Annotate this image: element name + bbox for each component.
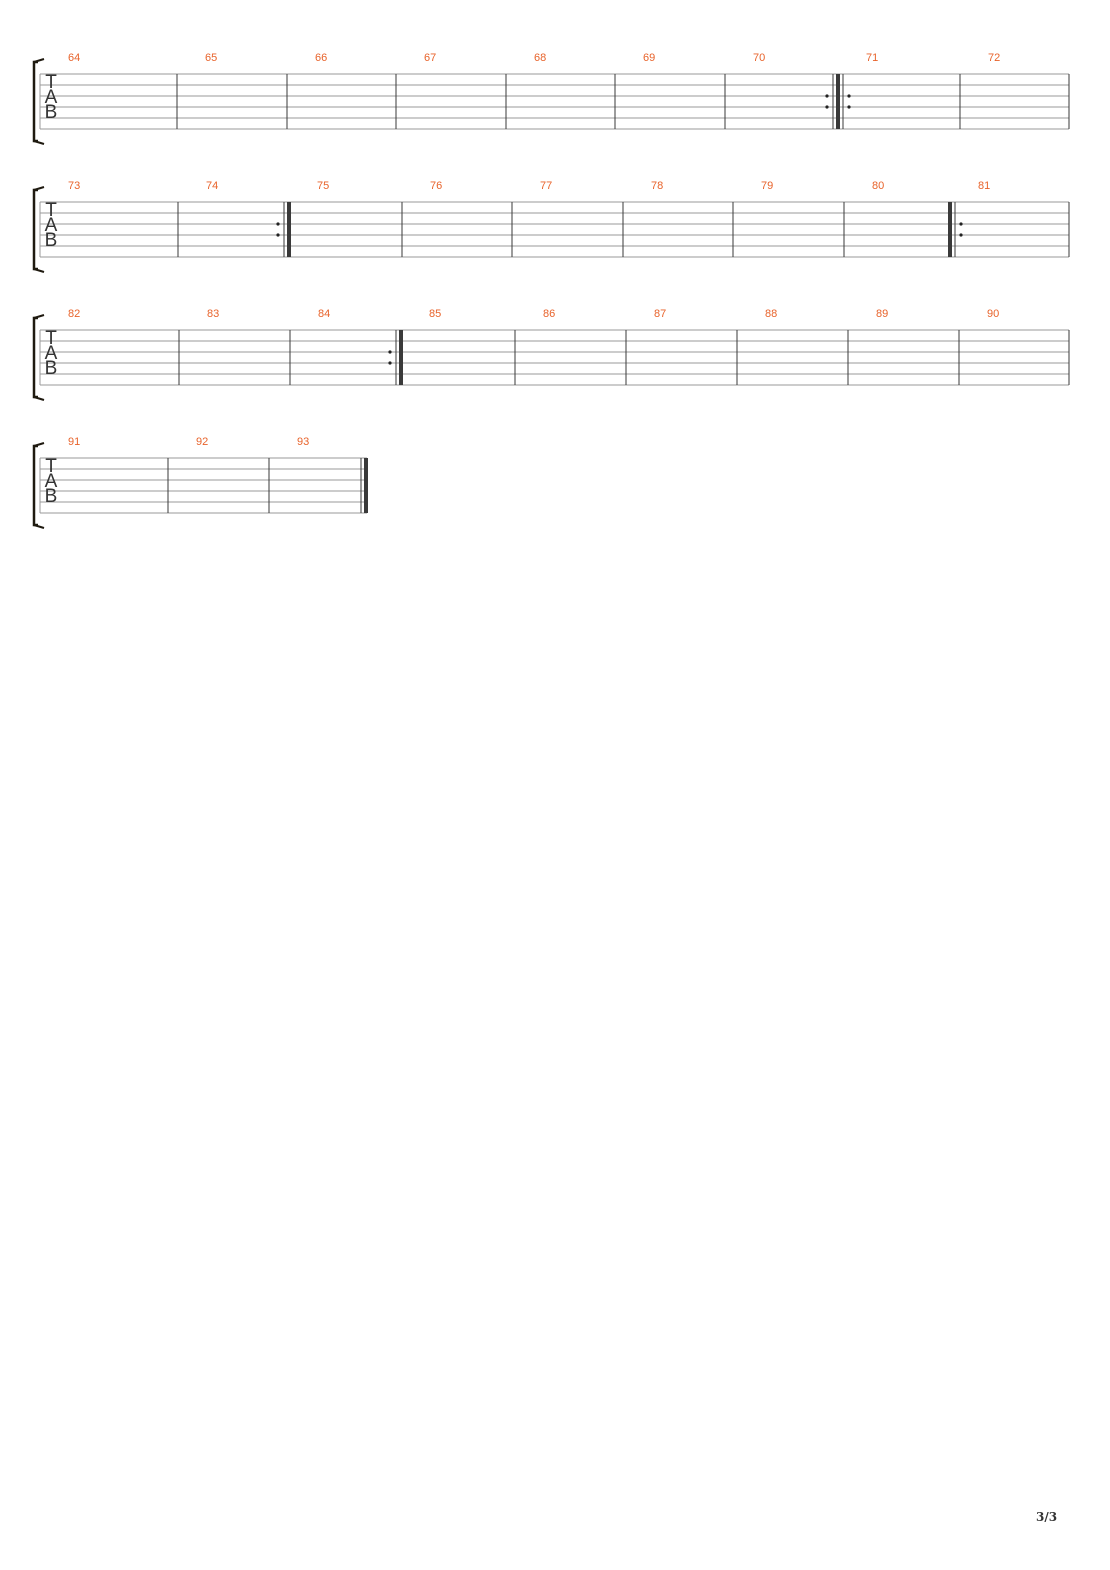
measure-number: 91 — [68, 436, 80, 448]
measure-number: 71 — [866, 52, 878, 64]
system-bracket — [32, 188, 38, 271]
measure-number: 67 — [424, 52, 436, 64]
bracket-hook-bottom — [33, 524, 45, 529]
measure-number: 69 — [643, 52, 655, 64]
repeat-dot — [959, 233, 963, 237]
measure-number: 83 — [207, 308, 219, 320]
tab-clef-letter: A — [45, 215, 58, 236]
repeat-dot — [276, 222, 280, 226]
tab-clef-letter: B — [45, 358, 58, 379]
repeat-dot — [276, 233, 280, 237]
tab-clef-letter: T — [45, 200, 57, 221]
repeat-end-thick-barline — [836, 74, 840, 129]
bracket-hook-bottom — [33, 140, 45, 145]
measure-number: 90 — [987, 308, 999, 320]
repeat-dot — [388, 361, 392, 365]
measure-number: 82 — [68, 308, 80, 320]
bracket-hook-bottom — [33, 268, 45, 273]
repeat-start-thick-barline — [948, 202, 952, 257]
tab-clef-letter: A — [45, 87, 58, 108]
system-bracket — [32, 60, 38, 143]
system-bracket — [32, 316, 38, 399]
measure-number: 78 — [651, 180, 663, 192]
measure-number: 64 — [68, 52, 80, 64]
measure-number: 68 — [534, 52, 546, 64]
bracket-hook-bottom — [33, 396, 45, 401]
repeat-end-thick-barline — [399, 330, 403, 385]
measure-number: 87 — [654, 308, 666, 320]
measure-number: 89 — [876, 308, 888, 320]
final-thick-barline — [364, 458, 368, 513]
tab-system: TAB 64 65 66 67 68 69 70 71 72 — [32, 52, 1070, 145]
measure-number: 84 — [318, 308, 330, 320]
tab-clef-letter: A — [45, 471, 58, 492]
measure-number: 70 — [753, 52, 765, 64]
tab-clef-letter: B — [45, 230, 58, 251]
measure-number: 81 — [978, 180, 990, 192]
measure-number: 85 — [429, 308, 441, 320]
measure-number: 77 — [540, 180, 552, 192]
measure-number: 92 — [196, 436, 208, 448]
tab-clef-letter: T — [45, 456, 57, 477]
repeat-dot — [825, 105, 829, 109]
measure-number: 86 — [543, 308, 555, 320]
measure-number: 80 — [872, 180, 884, 192]
measure-number: 66 — [315, 52, 327, 64]
tab-system: TAB 73 74 75 76 77 78 79 80 81 — [32, 180, 1070, 273]
measure-number: 88 — [765, 308, 777, 320]
measure-number: 74 — [206, 180, 218, 192]
measure-number: 73 — [68, 180, 80, 192]
bracket-hook-top — [33, 186, 45, 191]
bracket-hook-top — [33, 442, 45, 447]
tab-system: TAB 82 83 84 85 86 87 88 89 90 — [32, 308, 1070, 401]
bracket-hook-top — [33, 58, 45, 63]
repeat-dot — [825, 94, 829, 98]
repeat-dot — [847, 94, 851, 98]
repeat-dot — [388, 350, 392, 354]
page-number: 3/3 — [1036, 1510, 1058, 1524]
tab-clef-letter: T — [45, 328, 57, 349]
measure-number: 93 — [297, 436, 309, 448]
tab-system: TAB 91 92 93 — [32, 436, 368, 529]
tab-clef-letter: B — [45, 486, 58, 507]
measure-number: 79 — [761, 180, 773, 192]
measure-number: 65 — [205, 52, 217, 64]
measure-number: 75 — [317, 180, 329, 192]
repeat-end-thick-barline — [287, 202, 291, 257]
tab-clef-letter: T — [45, 72, 57, 93]
system-bracket — [32, 444, 38, 527]
repeat-dot — [959, 222, 963, 226]
repeat-dot — [847, 105, 851, 109]
tab-clef-letter: A — [45, 343, 58, 364]
measure-number: 76 — [430, 180, 442, 192]
tab-clef-letter: B — [45, 102, 58, 123]
bracket-hook-top — [33, 314, 45, 319]
measure-number: 72 — [988, 52, 1000, 64]
